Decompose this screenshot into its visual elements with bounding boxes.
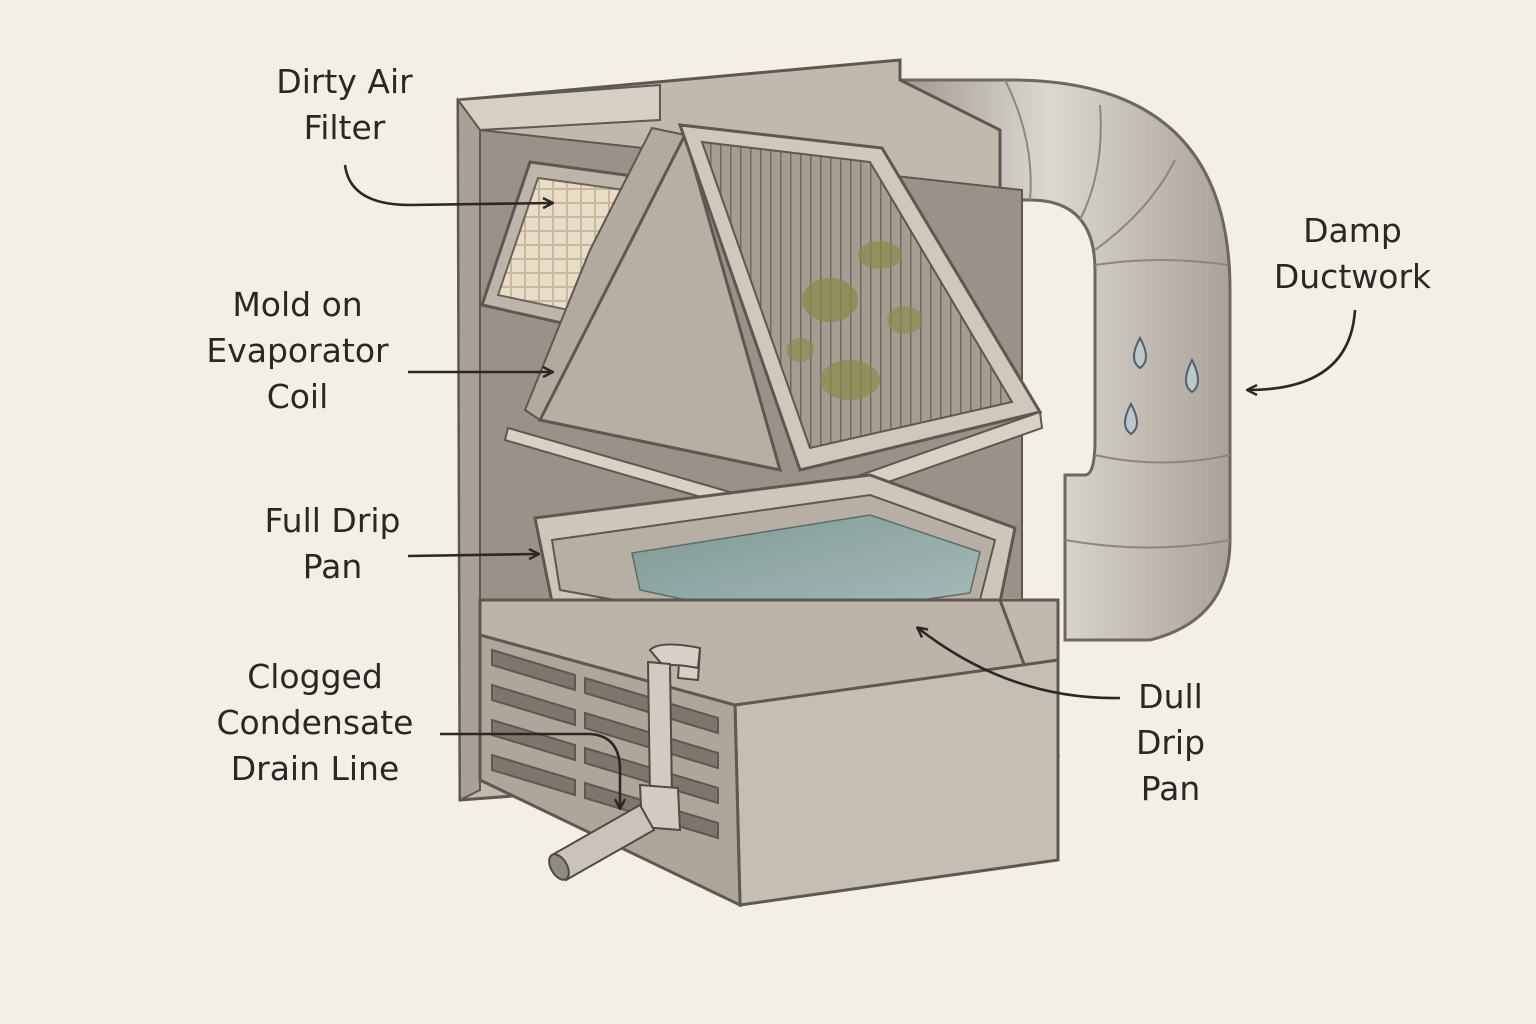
leader-lines	[343, 164, 1357, 808]
label-line: Filter	[303, 108, 386, 147]
leader-dull-drip-pan	[918, 628, 1121, 700]
condensate-drain-pipe	[548, 643, 702, 882]
label-line: Dull	[1138, 677, 1203, 716]
evaporator-coil	[523, 123, 1043, 472]
label-mold-evaporator-coil: Mold on Evaporator Coil	[190, 282, 405, 420]
label-line: Damp	[1303, 211, 1402, 250]
label-line: Condensate	[216, 703, 414, 742]
label-dirty-air-filter: Dirty Air Filter	[262, 59, 427, 151]
label-line: Mold on	[232, 285, 363, 324]
label-full-drip-pan: Full Drip Pan	[250, 498, 415, 590]
label-line: Coil	[266, 377, 329, 416]
label-dull-drip-pan: Dull Drip Pan	[1118, 674, 1223, 812]
label-line: Ductwork	[1273, 257, 1432, 296]
label-line: Drip	[1135, 723, 1206, 762]
label-line: Pan	[302, 547, 363, 586]
water-droplets-icon	[1124, 335, 1199, 436]
label-line: Full Drip	[264, 501, 401, 540]
ductwork	[898, 78, 1232, 642]
label-line: Drain Line	[230, 749, 400, 788]
label-line: Evaporator	[206, 331, 389, 370]
label-clogged-drain-line: Clogged Condensate Drain Line	[200, 654, 430, 792]
leader-dirty-air-filter	[343, 164, 552, 205]
label-line: Clogged	[247, 657, 383, 696]
leader-full-drip-pan	[407, 554, 538, 556]
label-line: Pan	[1140, 769, 1201, 808]
leader-damp-ductwork	[1248, 309, 1357, 390]
label-line: Dirty Air	[276, 62, 413, 101]
leader-clogged-drain-line	[440, 732, 620, 808]
label-damp-ductwork: Damp Ductwork	[1255, 208, 1450, 300]
